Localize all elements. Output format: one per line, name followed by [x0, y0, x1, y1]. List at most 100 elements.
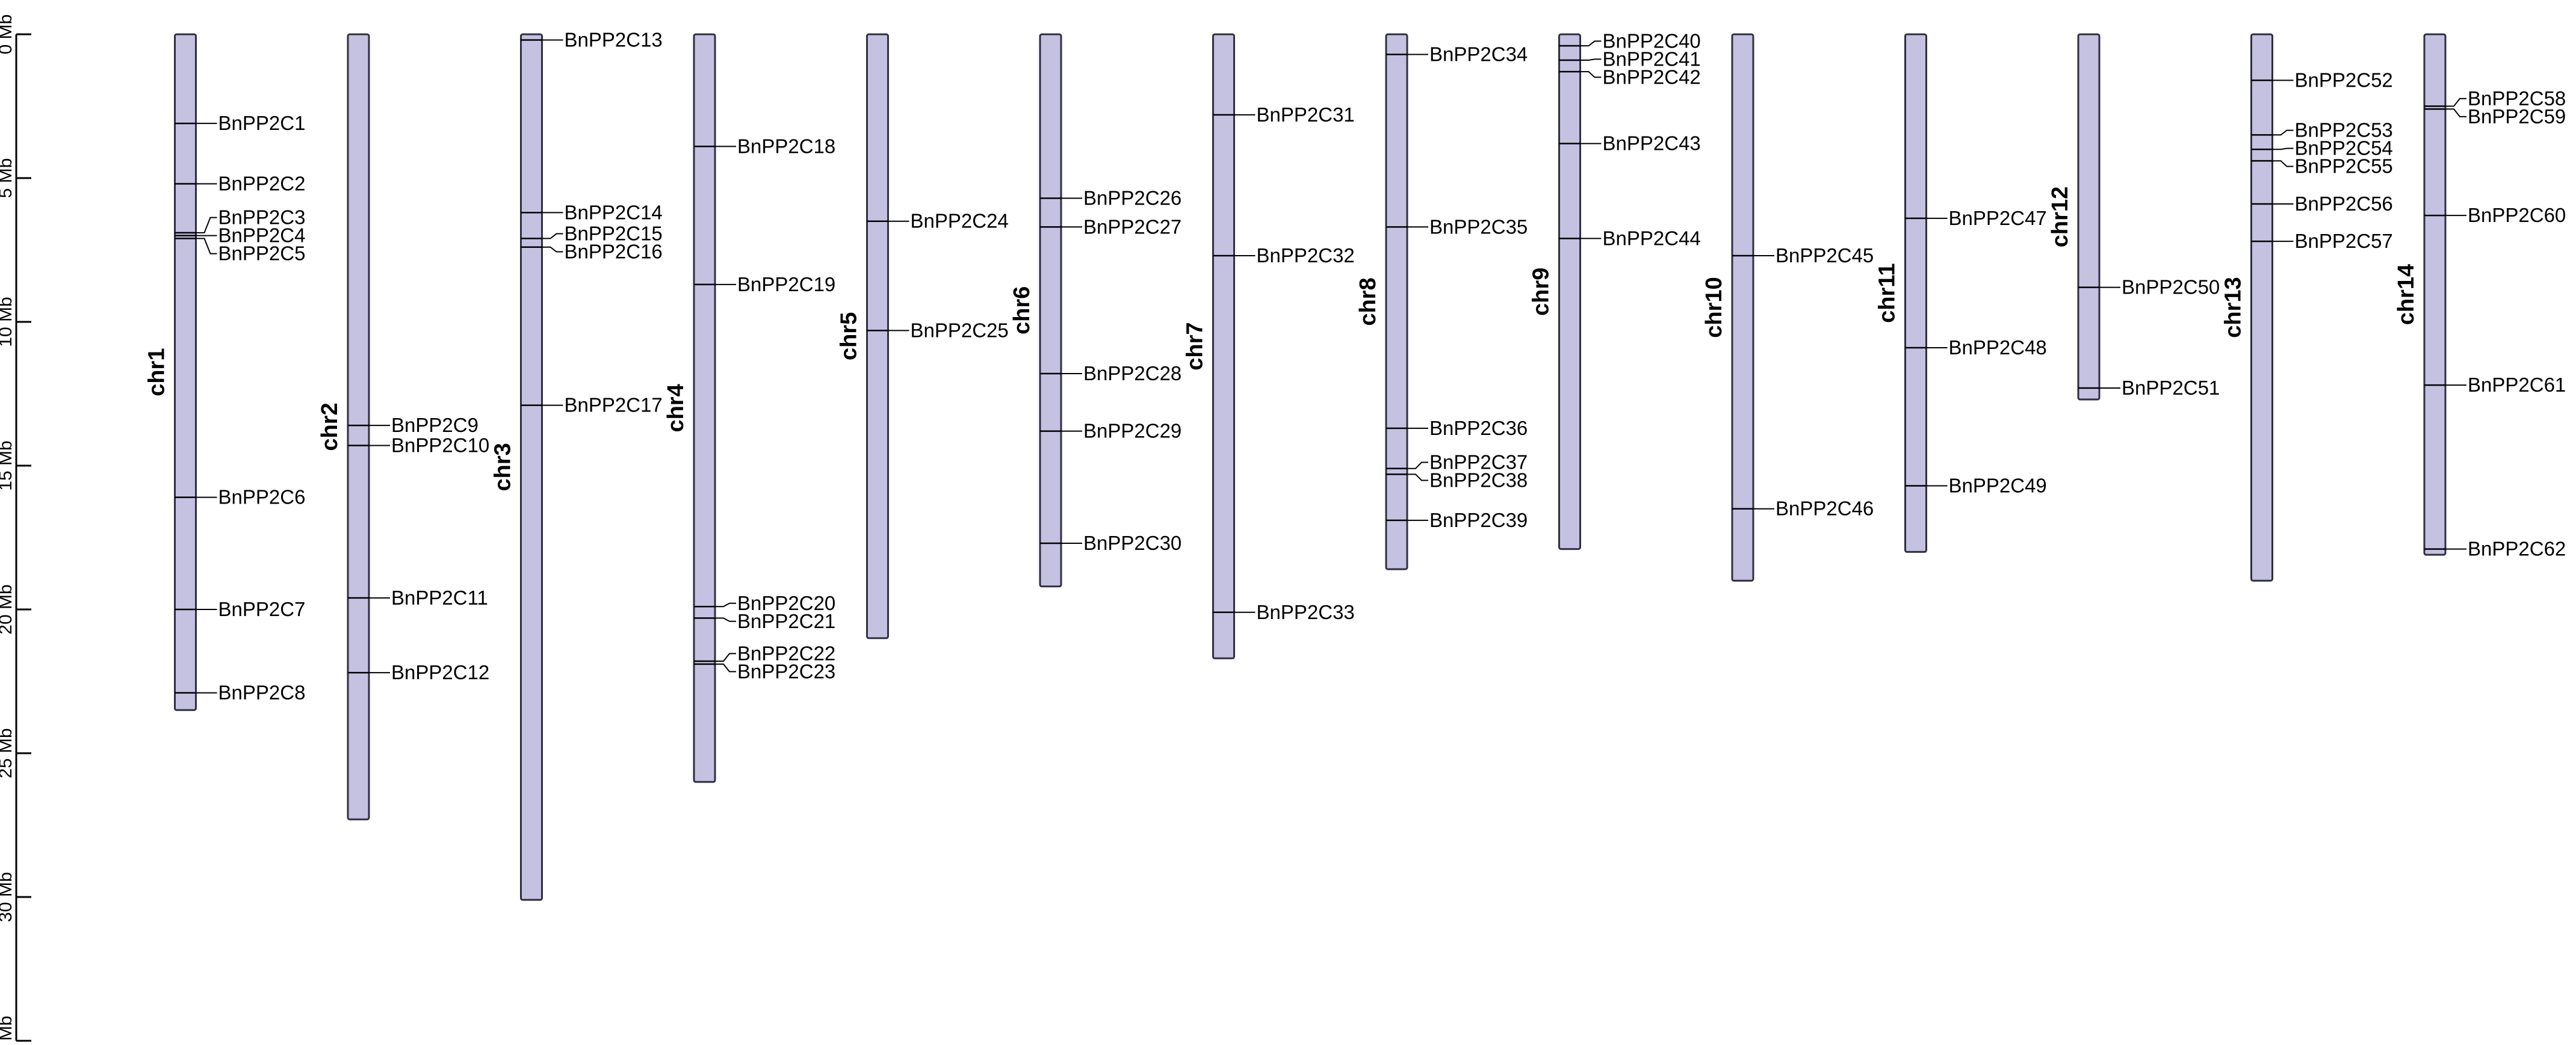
chromosome-bar: [693, 33, 716, 783]
gene-label-bnpp2c22: BnPP2C22: [737, 642, 835, 664]
gene-label-bnpp2c7: BnPP2C7: [218, 598, 306, 620]
gene-connector: [715, 602, 736, 608]
chromosome-label: chr8: [1355, 277, 1381, 325]
chromosome-chr6: chr6BnPP2C26BnPP2C27BnPP2C28BnPP2C29BnPP…: [1009, 33, 1181, 588]
gene-label-bnpp2c18: BnPP2C18: [737, 135, 835, 157]
gene-label-bnpp2c49: BnPP2C49: [1949, 474, 2047, 496]
chromosome-label: chr13: [2221, 277, 2246, 338]
gene-label-bnpp2c21: BnPP2C21: [737, 610, 835, 632]
gene-connector: [2445, 108, 2466, 117]
chromosome-label: chr12: [2048, 186, 2073, 247]
gene-label-bnpp2c46: BnPP2C46: [1776, 498, 1874, 520]
gene-label-bnpp2c30: BnPP2C30: [1083, 532, 1181, 554]
gene-label-bnpp2c51: BnPP2C51: [2122, 377, 2220, 399]
chromosome-chr8: chr8BnPP2C34BnPP2C35BnPP2C36BnPP2C37BnPP…: [1355, 33, 1528, 570]
chromosome-bar: [1904, 33, 1927, 553]
chromosome-label: chr2: [317, 402, 342, 451]
chromosome-bar: [866, 33, 889, 640]
chromosome-label: chr5: [837, 312, 862, 360]
gene-connector: [196, 217, 217, 233]
gene-connector: [1580, 71, 1602, 78]
gene-connector: [1407, 473, 1428, 481]
gene-label-bnpp2c9: BnPP2C9: [391, 414, 478, 436]
chromosome-label: chr11: [1875, 264, 1900, 323]
chromosomes: chr1BnPP2C1BnPP2C2BnPP2C3BnPP2C4BnPP2C5B…: [144, 29, 2566, 901]
axis-tick-label: 35 Mb: [0, 1016, 16, 1045]
axis-tick-label: 30 Mb: [0, 872, 16, 922]
gene-label-bnpp2c53: BnPP2C53: [2295, 119, 2393, 141]
chromosome-bar: [347, 33, 370, 821]
gene-label-bnpp2c36: BnPP2C36: [1429, 417, 1528, 439]
chromosome-bar: [2423, 33, 2447, 556]
axis-tick-label: 10 Mb: [0, 297, 16, 347]
gene-label-bnpp2c23: BnPP2C23: [737, 660, 835, 682]
gene-label-bnpp2c47: BnPP2C47: [1949, 207, 2047, 229]
gene-label-bnpp2c41: BnPP2C41: [1603, 48, 1701, 70]
gene-label-bnpp2c5: BnPP2C5: [218, 242, 306, 265]
chromosome-label: chr3: [491, 443, 516, 491]
chromosome-bar: [1385, 33, 1408, 570]
chromosome-label: chr10: [1701, 277, 1727, 338]
gene-label-bnpp2c54: BnPP2C54: [2295, 137, 2393, 159]
chromosome-label: chr14: [2394, 264, 2419, 325]
chromosome-label: chr1: [144, 348, 170, 396]
gene-connector: [542, 246, 563, 253]
chromosome-label: chr7: [1183, 322, 1208, 370]
gene-label-bnpp2c14: BnPP2C14: [565, 201, 663, 223]
gene-label-bnpp2c24: BnPP2C24: [911, 210, 1009, 232]
chromosome-bar: [1212, 33, 1235, 659]
gene-label-bnpp2c6: BnPP2C6: [218, 486, 306, 508]
gene-label-bnpp2c35: BnPP2C35: [1429, 215, 1528, 238]
chromosome-bar: [2077, 33, 2101, 401]
chromosome-label: chr6: [1009, 286, 1035, 334]
gene-label-bnpp2c10: BnPP2C10: [391, 434, 489, 457]
chromosome-chr1: chr1BnPP2C1BnPP2C2BnPP2C3BnPP2C4BnPP2C5B…: [144, 33, 306, 711]
gene-connector: [715, 663, 736, 673]
gene-label-bnpp2c62: BnPP2C62: [2468, 538, 2566, 560]
chromosome-label: chr4: [663, 384, 689, 432]
chromosome-bar: [1731, 33, 1754, 582]
gene-label-bnpp2c60: BnPP2C60: [2468, 204, 2566, 226]
chromosome-chr13: chr13BnPP2C52BnPP2C53BnPP2C54BnPP2C55BnP…: [2221, 33, 2393, 582]
gene-label-bnpp2c1: BnPP2C1: [218, 112, 306, 134]
chromosome-label: chr9: [1529, 268, 1554, 316]
gene-label-bnpp2c32: BnPP2C32: [1257, 244, 1355, 267]
gene-connector: [2445, 97, 2466, 107]
gene-label-bnpp2c44: BnPP2C44: [1603, 227, 1701, 249]
chromosome-bar: [1039, 33, 1062, 588]
gene-label-bnpp2c27: BnPP2C27: [1083, 215, 1181, 238]
gene-label-bnpp2c25: BnPP2C25: [911, 319, 1009, 341]
axis-tick-label: 5 Mb: [0, 158, 16, 199]
gene-label-bnpp2c38: BnPP2C38: [1429, 469, 1528, 492]
gene-label-bnpp2c11: BnPP2C11: [391, 587, 488, 609]
gene-connector: [2272, 129, 2294, 136]
gene-label-bnpp2c50: BnPP2C50: [2122, 276, 2220, 298]
gene-label-bnpp2c42: BnPP2C42: [1603, 66, 1701, 88]
chromosome-bar: [520, 33, 543, 901]
gene-label-bnpp2c12: BnPP2C12: [391, 661, 489, 683]
gene-label-bnpp2c13: BnPP2C13: [565, 29, 663, 51]
gene-label-bnpp2c28: BnPP2C28: [1083, 362, 1181, 384]
gene-connector: [1580, 40, 1602, 47]
gene-label-bnpp2c26: BnPP2C26: [1083, 186, 1181, 209]
gene-connector: [1580, 58, 1602, 61]
gene-connector: [715, 653, 736, 662]
gene-connector: [2272, 147, 2294, 150]
gene-label-bnpp2c57: BnPP2C57: [2295, 230, 2393, 252]
chromosome-bar: [174, 33, 197, 711]
chromosome-bar: [2250, 33, 2273, 582]
chromosome-chr9: chr9BnPP2C40BnPP2C41BnPP2C42BnPP2C43BnPP…: [1529, 29, 1701, 550]
gene-label-bnpp2c39: BnPP2C39: [1429, 509, 1528, 531]
axis-tick-label: 20 Mb: [0, 584, 16, 634]
gene-label-bnpp2c20: BnPP2C20: [737, 592, 835, 614]
gene-label-bnpp2c8: BnPP2C8: [218, 682, 306, 704]
gene-label-bnpp2c16: BnPP2C16: [565, 241, 663, 263]
